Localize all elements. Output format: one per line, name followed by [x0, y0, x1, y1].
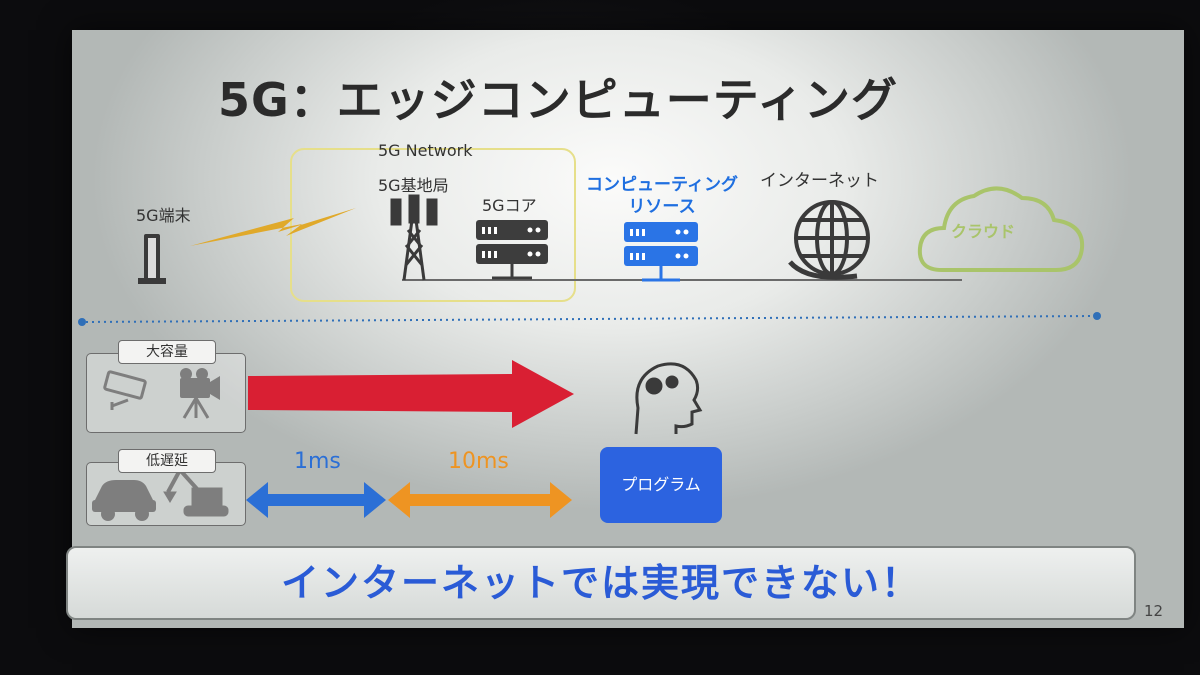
program-box: プログラム — [600, 447, 722, 523]
network-label: 5G Network — [378, 141, 473, 160]
cloud-icon — [917, 186, 1085, 272]
security-camera-icon — [103, 370, 147, 410]
dotted-divider — [85, 315, 1094, 323]
car-icon — [92, 480, 156, 521]
device-label: 5G端末 — [136, 206, 191, 225]
computing-label-line2: リソース — [628, 197, 696, 217]
latency-5g-arrow — [246, 482, 386, 518]
divider-right-dot — [1093, 312, 1101, 320]
excavator-icon — [163, 468, 229, 517]
divider-left-dot — [78, 318, 86, 326]
capacity-tag: 大容量 — [118, 340, 216, 364]
video-camera-icon — [180, 368, 220, 419]
5g-network-group-box — [290, 148, 576, 302]
capacity-arrow — [248, 360, 574, 428]
phone-icon — [138, 234, 166, 284]
latency-internet-arrow — [388, 482, 572, 518]
cloud-label: クラウド — [950, 222, 1015, 241]
core-label: 5Gコア — [482, 196, 537, 215]
conclusion-bar: インターネットでは実現できない！ — [66, 546, 1136, 620]
latency-tag: 低遅延 — [118, 449, 216, 473]
lightning-icon — [190, 208, 356, 246]
server-icon — [476, 220, 548, 280]
computing-label-line1: コンピューティング — [586, 175, 738, 195]
internet-label: インターネット — [760, 171, 879, 191]
base-station-label: 5G基地局 — [378, 176, 449, 195]
computing-resource-label: コンピューティング リソース — [572, 174, 752, 218]
page-number: 12 — [1144, 602, 1164, 620]
head-gears-icon — [634, 362, 703, 435]
latency-internet-value: 10ms — [448, 449, 509, 474]
capacity-box — [86, 353, 246, 433]
diagram-graphics — [78, 186, 1101, 521]
conclusion-text: インターネットでは実現できない！ — [280, 561, 921, 605]
tower-icon — [390, 194, 438, 281]
slide-title: 5G：エッジコンピューティング — [218, 73, 899, 127]
globe-icon — [788, 200, 870, 280]
latency-5g-value: 1ms — [294, 449, 341, 474]
presentation-slide: 5G：エッジコンピューティング 5G端末 5G Network 5G基地局 5G… — [66, 30, 1184, 628]
computing-server-icon — [624, 222, 698, 282]
